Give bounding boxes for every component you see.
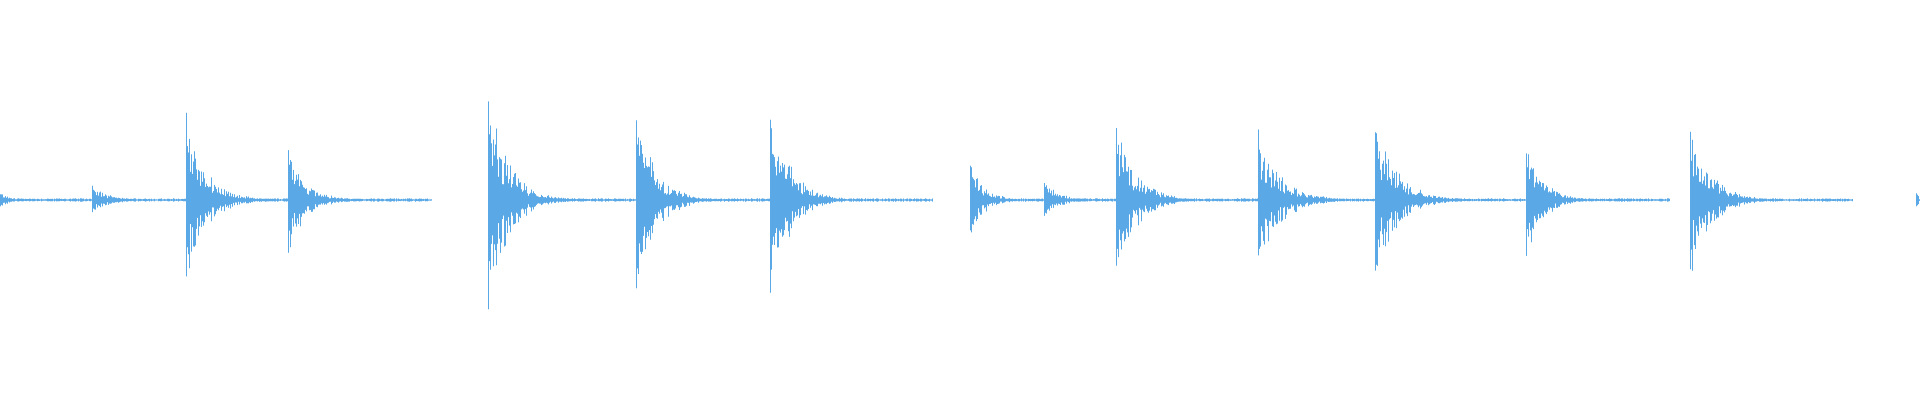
waveform-transient xyxy=(1690,131,1853,271)
waveform-transient xyxy=(1526,153,1670,256)
waveform-transient xyxy=(1258,129,1441,256)
waveform-transient xyxy=(1116,128,1279,266)
waveform-transient xyxy=(186,112,349,277)
waveform-transient xyxy=(288,150,432,253)
waveform-transient xyxy=(770,119,933,293)
waveform-transient xyxy=(1916,193,1920,207)
waveform-transients xyxy=(0,101,1920,310)
waveform-transient xyxy=(488,101,651,310)
